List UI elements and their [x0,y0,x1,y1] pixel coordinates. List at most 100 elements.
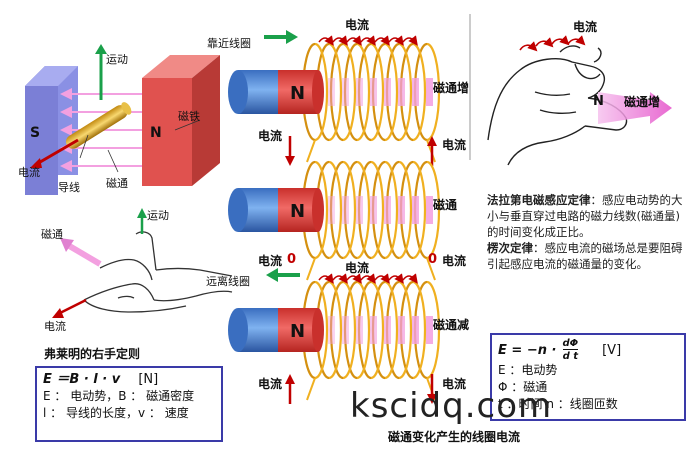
s-magnet-top [25,66,78,86]
flux-band [342,196,349,224]
coil-current-arrow [402,273,418,284]
watermark-text: kscidq.com [350,386,553,426]
hand-flux-arrow [598,92,672,124]
n-magnet-top [142,55,220,78]
motion-label: 运动 [106,53,128,66]
flux-band [384,78,391,106]
coil-scene-near: N [228,30,441,166]
faraday-formula-line2: Φ ：磁通 [498,380,548,394]
coil-scene-away: N [228,268,441,404]
n-magnet-side [192,55,220,186]
coil-current-arrow [346,35,362,46]
magnet-n-pole-text: N [290,83,305,104]
coil3-current-left: 电流 [258,377,283,391]
fleming-current-arrow [52,308,64,318]
coil2-zero-right: 0 [428,252,438,267]
hand-n-label: N [593,94,604,109]
flux-band [412,196,419,224]
wire-label: 导线 [58,181,80,194]
away-coil-label: 远离线圈 [206,275,250,288]
flux-band [398,316,405,344]
coil-current-arrow [360,35,376,46]
coil1-current-right: 电流 [442,138,467,152]
coil-current-arrow [360,273,376,284]
flux-band [342,78,349,106]
flux-label-tl: 磁通 [106,177,128,190]
magnet-n-pole-text: N [290,201,305,222]
magnet-wire-scene [25,44,220,195]
flux-band [384,316,391,344]
coil-current-arrow [388,273,404,284]
fleming-hand-drawing [83,231,233,313]
right-hand-rule-title: 弗莱明的右手定则 [44,347,141,361]
fleming-motion-label: 运动 [147,209,169,222]
coil1-current-top: 电流 [345,18,370,32]
s-pole-label: S [30,125,41,141]
coil2-zero-left: 0 [287,252,297,267]
magnet-n-end [278,188,318,232]
flux-band [328,78,335,106]
coil3-current-right: 电流 [442,377,467,391]
fleming-arrows [52,208,147,318]
flux-band [342,316,349,344]
coil2-current-right: 电流 [442,254,467,268]
coil-scene-still: N [228,160,441,281]
magnet-s-cap [228,70,248,114]
near-coil-label: 靠近线圈 [207,37,251,50]
faraday-lenz-box: 法拉第电磁感应定律：感应电动势的大小与垂直穿过电路的磁力线数(磁通量)的时间变化… [483,190,689,304]
coil-caption: 磁通变化产生的线圈电流 [388,430,521,444]
lenz-text: ：感应电流的磁场总是要阻碍引起感应电流的磁通量的变化。 [487,241,683,271]
flux-band [384,196,391,224]
flux-increase-label: 磁通增 [433,81,470,95]
flux-band [328,196,335,224]
flux-band [412,316,419,344]
flux-band [426,316,433,344]
hand-flux-increase-label: 磁通增 [624,95,661,109]
coil-current-arrow [402,35,418,46]
lenz-title: 楞次定律 [487,241,533,255]
flux-band [356,316,363,344]
fleming-current-label: 电流 [44,320,66,333]
coil3-current-top: 电流 [345,261,370,275]
flux-band [398,196,405,224]
fleming-equation: E ＝B · l · v [43,372,121,387]
coil-current-arrow [332,273,348,284]
fleming-formula-line1: E ： 电动势，B ： 磁通密度 [43,389,195,403]
n-pole-label: N [150,125,162,141]
fleming-flux-arrow [60,238,74,252]
faraday-formula-line3: t ：时间 n ：线圈匝数 [498,397,618,411]
flux-band [370,78,377,106]
magnet-n-end [278,308,318,352]
current-arrow [34,138,79,167]
flux-band [370,316,377,344]
current-label-tl: 电流 [18,166,40,179]
magnet-n-end [278,70,318,114]
flux-band [356,196,363,224]
magnet-n-pole-text: N [290,321,305,342]
coil2-current-left: 电流 [258,254,283,268]
flux-decrease-label: 磁通减 [433,318,470,332]
flux-band [412,78,419,106]
faraday-equation: E = −n · [498,342,557,358]
magnet-s-cap [228,188,248,232]
coil-current-arrow [346,273,362,284]
fleming-formula-box: E ＝B · l · v [N] E ： 电动势，B ： 磁通密度 l ： 导线… [35,366,223,442]
fleming-motion-arrow [137,208,147,218]
flux-band [426,78,433,106]
faraday-formula-line1: E ：电动势 [498,363,558,377]
coil-current-arrow [388,35,404,46]
faraday-numerator: dΦ [562,338,579,349]
hand-current-label: 电流 [573,20,598,34]
hand-current-arrows [519,35,586,52]
flux-band [398,78,405,106]
flux-band [370,196,377,224]
flux-label-mid: 磁通 [433,198,458,212]
wire-rod [65,102,132,149]
magnet-label: 磁铁 [178,110,200,123]
faraday-text: ：感应电动势的大小与垂直穿过电路的磁力线数(磁通量)的时间变化成正比。 [487,193,683,239]
coil1-current-left: 电流 [258,129,283,143]
faraday-formula-box: E = −n · dΦ d t [V] E ：电动势 Φ ：磁通 t ：时间 n… [490,333,686,421]
coil-current-arrow [374,273,390,284]
